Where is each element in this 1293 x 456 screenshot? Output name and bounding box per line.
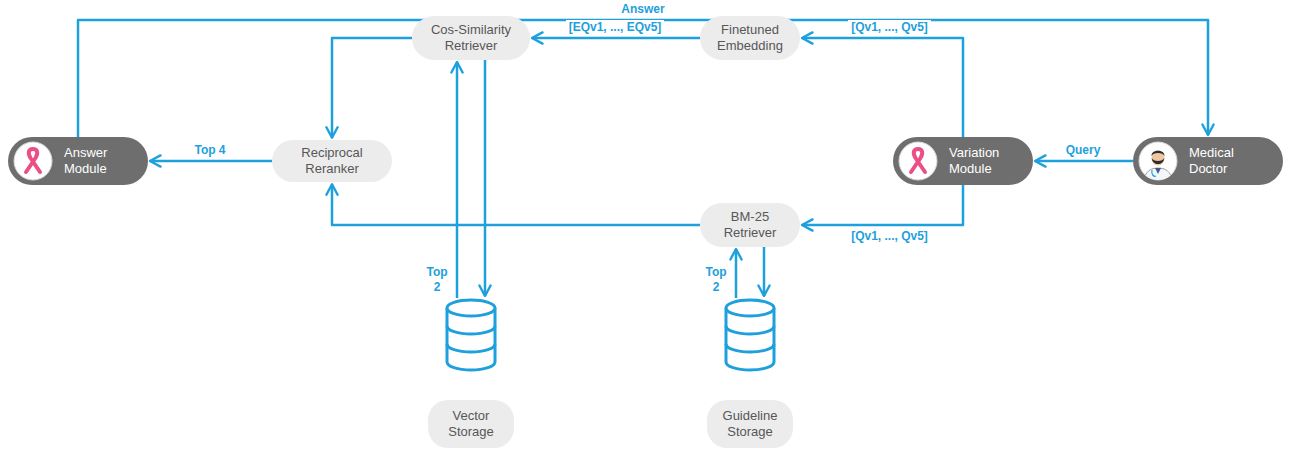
process-box: Reciprocal Reranker: [272, 140, 392, 183]
node-label: Finetuned Embedding: [710, 22, 790, 55]
storage-label-plate: Vector Storage: [428, 400, 514, 448]
edge-label: Top 4: [191, 143, 228, 157]
edge-label: Top 2: [423, 265, 451, 294]
module-pill: Answer Module: [8, 137, 148, 185]
node-label: Medical Doctor: [1189, 145, 1275, 178]
flow-connector: [802, 38, 963, 137]
flow-connector: [763, 247, 766, 296]
database-icon: [722, 298, 778, 374]
flow-connector: [532, 37, 700, 40]
flow-connector: [150, 160, 272, 163]
node-label: Cos-Similarity Retriever: [422, 22, 520, 55]
doctor-avatar: [1138, 141, 1178, 181]
database-icon: [443, 298, 499, 374]
flow-connector: [456, 62, 459, 298]
edge-label: Query: [1063, 143, 1104, 157]
edge-label: Answer: [618, 2, 667, 16]
process-box: Cos-Similarity Retriever: [412, 16, 530, 60]
flow-connector: [802, 185, 963, 225]
module-pill: Medical Doctor: [1133, 137, 1283, 185]
flow-connector: [78, 20, 1208, 137]
storage-node: Vector Storage: [428, 298, 514, 448]
flow-connector: [484, 60, 487, 296]
edge-label: [EQv1, ..., EQv5]: [566, 20, 665, 34]
edge-label: [Qv1, ..., Qv5]: [848, 20, 931, 34]
node-label: Vector Storage: [436, 408, 506, 441]
flow-connector: [1035, 160, 1133, 163]
node-label: Answer Module: [64, 145, 140, 178]
node-label: Variation Module: [949, 145, 1025, 178]
node-label: BM-25 Retriever: [710, 209, 790, 242]
node-label: Reciprocal Reranker: [282, 145, 382, 178]
module-pill: Variation Module: [893, 137, 1033, 185]
process-box: BM-25 Retriever: [700, 203, 800, 247]
process-box: Finetuned Embedding: [700, 16, 800, 60]
edge-label: Top 2: [702, 265, 730, 294]
edge-label: [Qv1, ..., Qv5]: [848, 229, 931, 243]
storage-label-plate: Guideline Storage: [707, 400, 793, 448]
flow-connector: [332, 184, 700, 225]
flow-connector: [332, 38, 412, 138]
storage-node: Guideline Storage: [707, 298, 793, 448]
ribbon-logo: [898, 141, 938, 181]
node-label: Guideline Storage: [715, 408, 785, 441]
ribbon-logo: [13, 141, 53, 181]
flow-connector: [735, 249, 738, 298]
